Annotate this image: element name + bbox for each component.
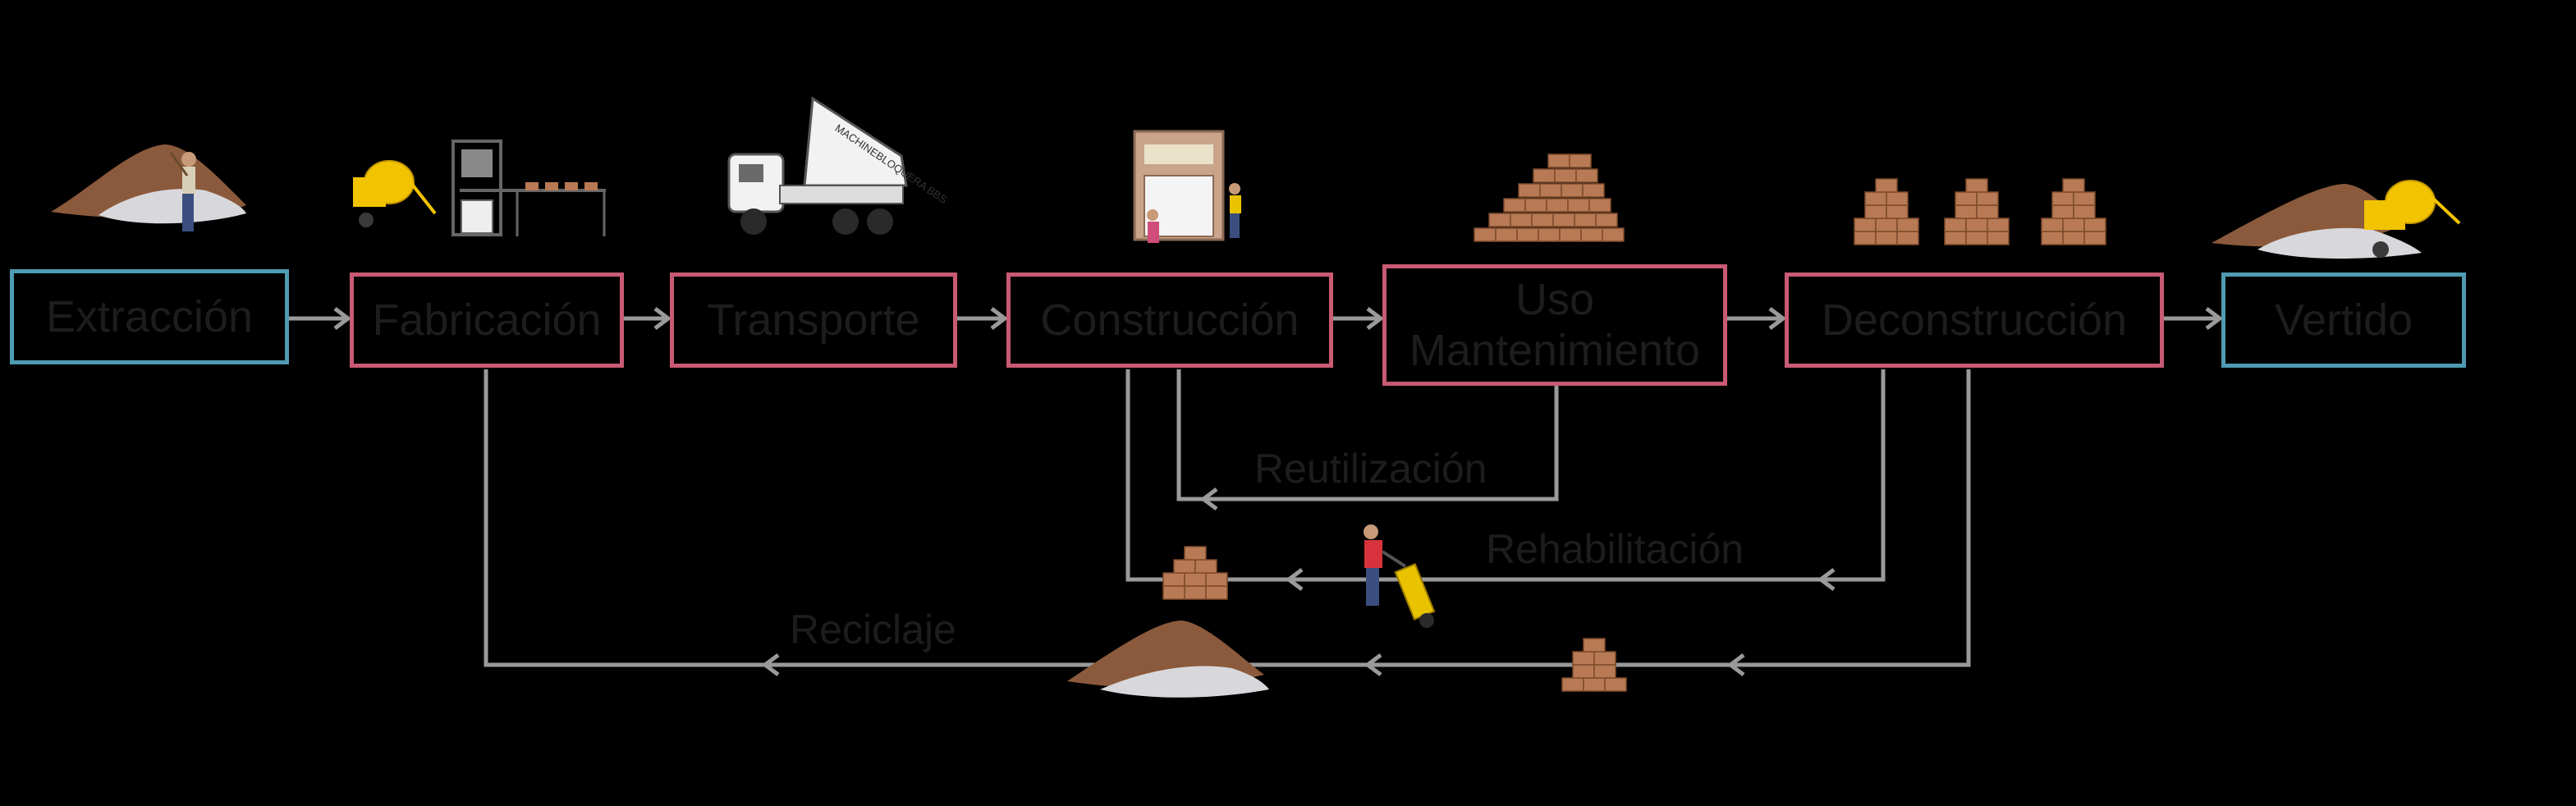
hand-truck-worker-icon xyxy=(1364,524,1436,628)
brick-stacks-icon xyxy=(1854,178,2106,245)
soil-pile-worker-icon xyxy=(51,144,246,231)
mixer-pile-icon xyxy=(2212,180,2461,259)
stage-construccion: Construcción xyxy=(1006,272,1333,368)
stage-extraccion: Extracción xyxy=(10,269,289,364)
rubble-pile-icon xyxy=(1067,621,1269,698)
stage-fabricacion: Fabricación xyxy=(350,272,624,368)
stage-label: Construcción xyxy=(1040,295,1299,345)
stage-label: Transporte xyxy=(707,295,920,345)
stage-label: Extracción xyxy=(45,292,254,341)
stage-uso-mantenimiento: Uso Mantenimiento xyxy=(1382,264,1727,386)
stage-label: Vertido xyxy=(2274,295,2413,345)
building-icon xyxy=(1133,130,1241,243)
stage-label-line1: Uso xyxy=(1515,275,1595,324)
loop-label-rehabilitacion: Rehabilitación xyxy=(1486,526,1744,572)
loop-label-reutilizacion: Reutilización xyxy=(1254,446,1487,492)
main-flow-arrows xyxy=(287,307,2224,330)
stage-deconstruccion: Deconstrucción xyxy=(1785,272,2164,368)
stage-label: Fabricación xyxy=(372,295,602,345)
stage-vertido: Vertido xyxy=(2221,272,2466,368)
brick-stack-icon xyxy=(1162,546,1228,600)
brick-factory-icon xyxy=(353,140,606,236)
stage-transporte: Transporte xyxy=(670,272,957,368)
stage-label-line2: Mantenimiento xyxy=(1409,326,1701,375)
loop-lines xyxy=(484,369,1971,676)
dump-truck-icon: MACHINEBLOQUERA BBS xyxy=(727,96,950,235)
stage-label: Deconstrucción xyxy=(1821,295,2128,345)
loop-label-reciclaje: Reciclaje xyxy=(790,607,956,653)
brick-stack-icon xyxy=(1561,638,1627,692)
brick-pyramid-icon xyxy=(1474,153,1625,242)
